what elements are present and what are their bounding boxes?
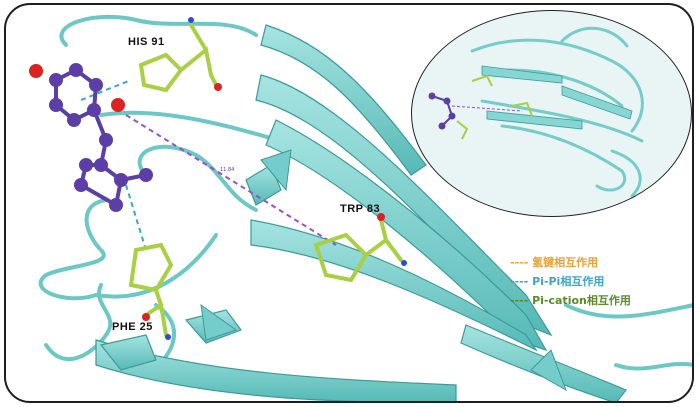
legend-label-pication: ---- Pi-cation相互作用: [510, 293, 631, 307]
residue-sticks: [128, 23, 403, 337]
legend-label-pipi: ---- Pi-Pi相互作用: [510, 274, 605, 288]
residue-label-phe: PHE 25: [112, 321, 153, 333]
interaction-legend: ---- 氢键相互作用 ---- Pi-Pi相互作用 ---- Pi-catio…: [510, 252, 690, 309]
legend-item-pipi: ---- Pi-Pi相互作用: [510, 271, 690, 290]
residue-label-his: HIS 91: [128, 36, 165, 48]
overview-structure: [428, 26, 644, 198]
figure-frame: 11.84 HIS 91 TRP 83 PHE 25: [4, 3, 694, 403]
legend-item-pication: ---- Pi-cation相互作用: [510, 290, 690, 309]
legend-label-hbond: ---- 氢键相互作用: [510, 255, 599, 269]
interaction-lines: [80, 79, 337, 251]
strand-arrowheads: [200, 149, 567, 392]
protein-scene: [29, 14, 692, 401]
legend-item-hbond: ---- 氢键相互作用: [510, 252, 690, 271]
overview-inset: [411, 10, 692, 217]
distance-label: 11.84: [220, 167, 235, 173]
residue-atoms: [142, 17, 407, 340]
protein-coils: [38, 14, 692, 377]
residue-label-trp: TRP 83: [340, 203, 381, 215]
ligand-molecule: [29, 63, 153, 212]
